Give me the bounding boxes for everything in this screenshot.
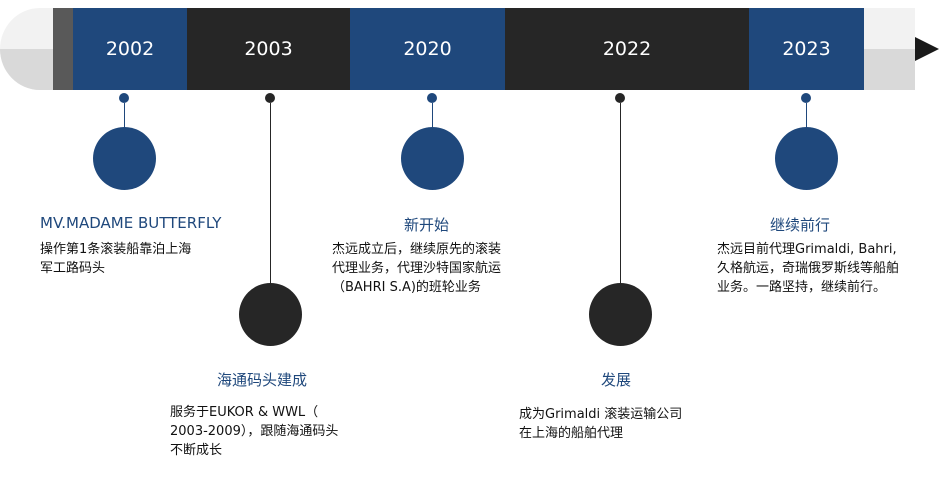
event-connector-2003	[270, 103, 271, 285]
year-label: 2023	[782, 38, 831, 60]
event-title-2022: 发展	[601, 371, 632, 389]
year-label: 2020	[403, 38, 452, 60]
event-desc-2002: 操作第1条滚装船靠泊上海 军工路码头	[40, 242, 192, 276]
event-desc-2003: 服务于EUKOR & WWL（ 2003-2009），跟随海通码头 不断成长	[170, 405, 339, 458]
event-circle-2022	[589, 283, 652, 346]
event-desc-2023: 杰远目前代理Grimaldi, Bahri, 久格航运，奇瑞俄罗斯线等船舶 业务…	[717, 242, 900, 295]
event-dot-2020	[427, 93, 437, 103]
event-title-2020: 新开始	[404, 216, 450, 234]
year-label: 2002	[105, 38, 155, 60]
event-title-2023: 继续前行	[770, 216, 831, 234]
year-segment-2023: 2023	[749, 8, 864, 90]
event-circle-2003	[239, 283, 302, 346]
year-label: 2003	[244, 38, 293, 60]
event-dot-2023	[801, 93, 811, 103]
year-label: 2022	[602, 38, 652, 60]
year-segment-2003: 2003	[187, 8, 350, 90]
event-connector-2002	[124, 103, 125, 129]
event-circle-2002	[93, 127, 156, 190]
event-dot-2003	[265, 93, 275, 103]
timeline-bar-stub	[53, 8, 73, 90]
event-dot-2002	[119, 93, 129, 103]
event-circle-2023	[775, 127, 838, 190]
event-connector-2020	[432, 103, 433, 129]
timeline-arrow-icon	[915, 37, 939, 61]
year-segment-2002: 2002	[73, 8, 187, 90]
event-title-2002: MV.MADAME BUTTERFLY	[40, 214, 222, 232]
event-dot-2022	[615, 93, 625, 103]
event-connector-2023	[806, 103, 807, 129]
event-desc-2022: 成为Grimaldi 滚装运输公司 在上海的船舶代理	[519, 407, 683, 441]
year-segment-2020: 2020	[350, 8, 505, 90]
event-circle-2020	[401, 127, 464, 190]
event-connector-2022	[620, 103, 621, 285]
event-desc-2020: 杰远成立后，继续原先的滚装 代理业务，代理沙特国家航运 （BAHRI S.A)的…	[332, 242, 502, 295]
year-segment-2022: 2022	[505, 8, 749, 90]
event-title-2003: 海通码头建成	[217, 371, 308, 389]
